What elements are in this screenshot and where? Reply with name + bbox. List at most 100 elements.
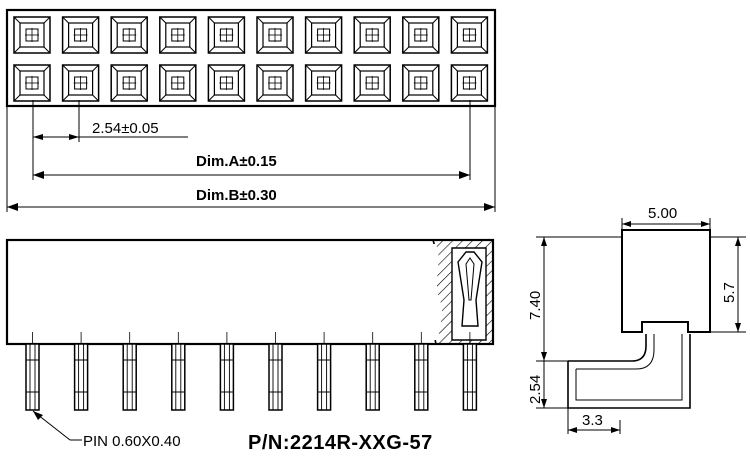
cell-outer-square bbox=[159, 16, 197, 54]
cell-corner bbox=[189, 16, 197, 24]
cell-corner bbox=[256, 46, 264, 54]
cell-corner bbox=[335, 94, 342, 102]
cell-corner bbox=[92, 94, 99, 102]
dim-b-arrow-right bbox=[484, 203, 495, 211]
front-pin bbox=[316, 332, 332, 411]
cell-outer-square bbox=[207, 64, 246, 102]
contact-cell bbox=[304, 16, 343, 54]
cell-corner bbox=[383, 16, 391, 24]
side-pin-height-label: 2.54 bbox=[527, 375, 544, 404]
cell-mid-square bbox=[67, 22, 94, 48]
cell-mid-square bbox=[116, 22, 142, 48]
total-height-arrow-bottom bbox=[541, 352, 547, 361]
cell-corner bbox=[256, 64, 264, 72]
cell-outer-square bbox=[256, 16, 294, 54]
cell-corner bbox=[110, 46, 118, 54]
cell-corner bbox=[335, 46, 342, 54]
cell-corner bbox=[13, 16, 21, 24]
cell-corner bbox=[110, 94, 118, 102]
cell-corner bbox=[159, 94, 167, 102]
cell-corner bbox=[402, 16, 410, 24]
contact-cell bbox=[402, 16, 440, 54]
contact-cell bbox=[110, 64, 148, 102]
side-view-pin-lower bbox=[567, 334, 691, 409]
front-view: PIN 0.60X0.40 P/N:2214R-XXG-57 bbox=[5, 238, 495, 454]
front-pin bbox=[73, 332, 89, 411]
width-arrow-right bbox=[701, 221, 710, 227]
top-view: 2.54±0.05 Dim.A±0.15 Dim.B±0.30 bbox=[5, 8, 497, 212]
cell-corner bbox=[256, 16, 264, 24]
total-height-arrow-top bbox=[541, 237, 547, 246]
cell-mid-square bbox=[359, 70, 385, 96]
cell-mid-square bbox=[311, 70, 337, 96]
cell-corner bbox=[305, 46, 312, 54]
cell-corner bbox=[92, 64, 99, 72]
contact-cell bbox=[256, 64, 294, 102]
front-pin bbox=[414, 332, 429, 411]
side-width-label: 5.00 bbox=[648, 205, 677, 222]
cell-corner bbox=[402, 94, 410, 102]
cell-corner bbox=[305, 94, 312, 102]
cell-outer-square bbox=[110, 16, 148, 54]
width-arrow-left bbox=[622, 221, 631, 227]
cell-corner bbox=[208, 64, 215, 72]
cell-corner bbox=[286, 16, 294, 24]
section-cover bbox=[430, 244, 442, 340]
pitch-arrow-right bbox=[69, 134, 79, 140]
cell-corner bbox=[451, 94, 458, 102]
top-view-body bbox=[5, 8, 497, 108]
contact-cell bbox=[450, 16, 489, 54]
cell-corner bbox=[353, 64, 361, 72]
cell-corner bbox=[43, 94, 51, 102]
cell-mid-square bbox=[456, 22, 482, 48]
cell-corner bbox=[481, 64, 488, 72]
front-pin bbox=[171, 332, 186, 411]
cell-corner bbox=[383, 64, 391, 72]
pin-body bbox=[316, 343, 332, 411]
pin-body bbox=[73, 343, 89, 411]
cell-corner bbox=[13, 46, 21, 54]
side-view-pin-inner bbox=[575, 334, 683, 401]
contact-cell bbox=[159, 64, 197, 102]
cell-outer-square bbox=[256, 64, 294, 102]
cell-mid-square bbox=[213, 70, 239, 96]
cell-corner bbox=[432, 94, 440, 102]
cell-mid-square bbox=[262, 70, 288, 96]
cell-mid-square bbox=[165, 22, 191, 48]
cell-corner bbox=[140, 46, 148, 54]
cell-corner bbox=[286, 46, 294, 54]
cell-corner bbox=[335, 64, 342, 72]
cell-corner bbox=[286, 94, 294, 102]
cell-corner bbox=[305, 64, 312, 72]
side-pin-offset-label: 3.3 bbox=[582, 412, 603, 429]
part-number: P/N:2214R-XXG-57 bbox=[248, 432, 433, 454]
cell-outer-square bbox=[61, 64, 100, 102]
pin-body bbox=[219, 343, 235, 411]
front-pin bbox=[462, 332, 478, 411]
cell-corner bbox=[140, 64, 148, 72]
dim-b-arrow-left bbox=[7, 203, 18, 211]
cell-outer-square bbox=[450, 64, 489, 102]
spring-contact bbox=[457, 251, 483, 327]
cell-corner bbox=[481, 16, 488, 24]
pin-body bbox=[414, 343, 429, 411]
cell-corner bbox=[159, 64, 167, 72]
cell-corner bbox=[383, 46, 391, 54]
cell-mid-square bbox=[67, 70, 94, 96]
cell-corner bbox=[238, 16, 245, 24]
contact-cell bbox=[13, 64, 51, 102]
cell-outer-square bbox=[353, 64, 391, 102]
contact-cell bbox=[207, 64, 246, 102]
cell-corner bbox=[335, 16, 342, 24]
cell-outer-square bbox=[110, 64, 148, 102]
cell-corner bbox=[189, 64, 197, 72]
cell-corner bbox=[432, 46, 440, 54]
contact-cell bbox=[353, 64, 391, 102]
cell-corner bbox=[140, 94, 148, 102]
cell-outer-square bbox=[207, 16, 246, 54]
cell-corner bbox=[140, 16, 148, 24]
cell-corner bbox=[402, 64, 410, 72]
cell-corner bbox=[208, 46, 215, 54]
cell-corner bbox=[208, 94, 215, 102]
